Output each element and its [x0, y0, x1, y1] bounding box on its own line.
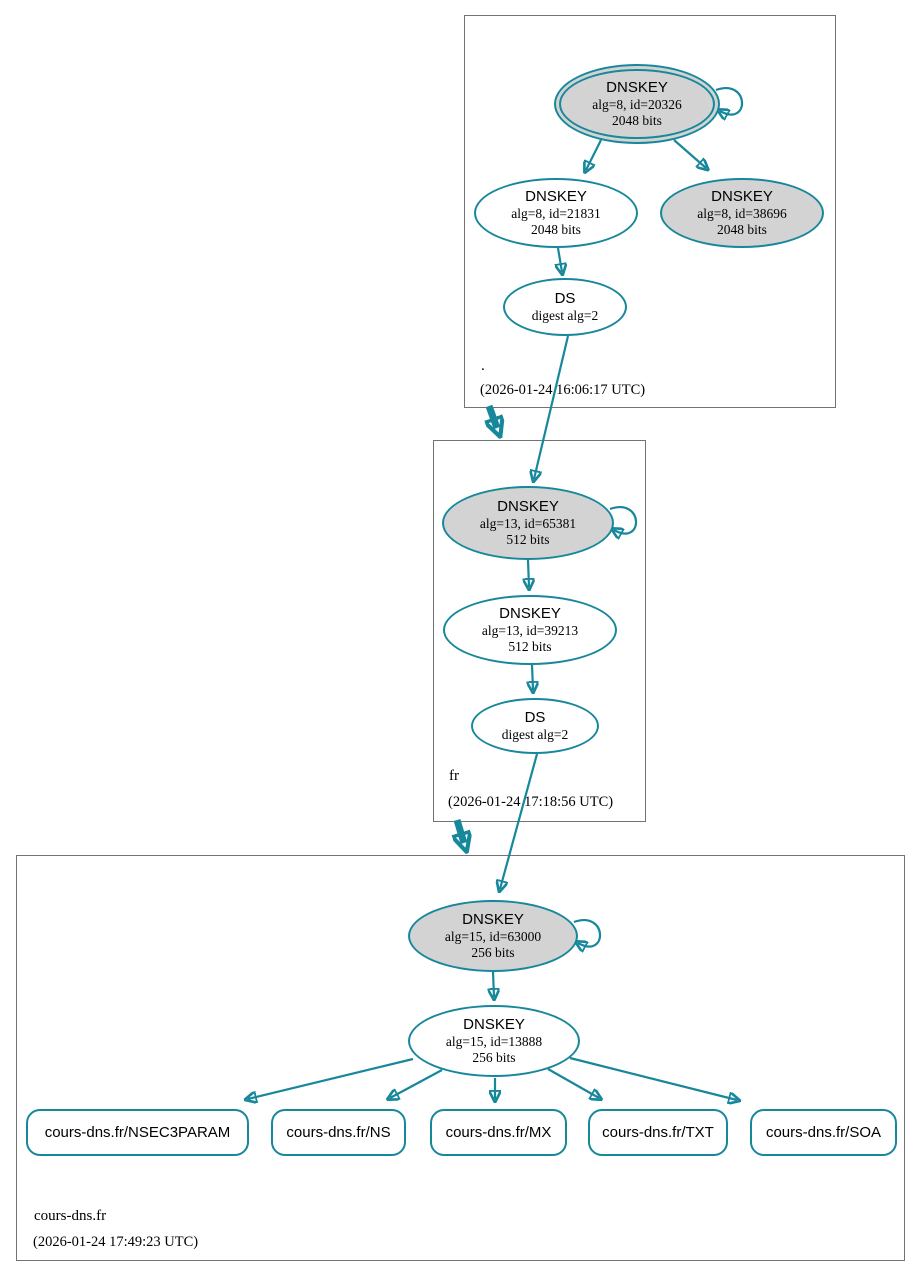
node-detail: 256 bits — [471, 944, 515, 960]
node-detail: 512 bits — [506, 531, 550, 547]
node-title: DS — [554, 290, 576, 308]
node-detail: 2048 bits — [531, 221, 581, 237]
rrset-label: cours-dns.fr/TXT — [602, 1124, 714, 1141]
node-dnskey-38696: DNSKEY alg=8, id=38696 2048 bits — [660, 178, 824, 248]
node-detail: 2048 bits — [717, 221, 767, 237]
node-dnskey-39213: DNSKEY alg=13, id=39213 512 bits — [443, 595, 617, 665]
node-title: DNSKEY — [497, 498, 559, 516]
node-detail: digest alg=2 — [501, 726, 569, 742]
node-detail: alg=13, id=65381 — [479, 515, 577, 531]
rrset-txt: cours-dns.fr/TXT — [588, 1109, 728, 1156]
edge-delegation-root-to-fr — [489, 404, 497, 428]
zone-timestamp-fr: (2026-01-24 17:18:56 UTC) — [448, 794, 614, 810]
zone-label-fr: fr — [449, 768, 459, 784]
rrset-mx: cours-dns.fr/MX — [430, 1109, 567, 1156]
node-detail: alg=15, id=13888 — [445, 1033, 543, 1049]
node-title: DNSKEY — [462, 911, 524, 929]
rrset-nsec3param: cours-dns.fr/NSEC3PARAM — [26, 1109, 249, 1156]
node-dnskey-20326: DNSKEY alg=8, id=20326 2048 bits — [554, 64, 720, 144]
node-detail: digest alg=2 — [531, 307, 599, 323]
zone-timestamp-cours-dns-fr: (2026-01-24 17:49:23 UTC) — [33, 1234, 199, 1250]
node-detail: alg=15, id=63000 — [444, 928, 542, 944]
node-title: DNSKEY — [606, 79, 668, 97]
node-dnskey-63000: DNSKEY alg=15, id=63000 256 bits — [408, 900, 578, 972]
rrset-soa: cours-dns.fr/SOA — [750, 1109, 897, 1156]
zone-box-root — [464, 15, 836, 408]
node-ds-root: DS digest alg=2 — [503, 278, 627, 336]
node-title: DNSKEY — [711, 188, 773, 206]
zone-label-cours-dns-fr: cours-dns.fr — [34, 1208, 107, 1224]
node-ds-fr: DS digest alg=2 — [471, 698, 599, 754]
node-title: DNSKEY — [525, 188, 587, 206]
node-detail: alg=13, id=39213 — [481, 622, 579, 638]
rrset-label: cours-dns.fr/NS — [286, 1124, 391, 1141]
node-detail: alg=8, id=38696 — [697, 205, 787, 221]
edge-delegation-fr-to-cours — [457, 818, 464, 843]
rrset-ns: cours-dns.fr/NS — [271, 1109, 406, 1156]
node-title: DNSKEY — [463, 1016, 525, 1034]
node-title: DNSKEY — [499, 605, 561, 623]
rrset-label: cours-dns.fr/NSEC3PARAM — [44, 1124, 231, 1141]
node-title: DS — [524, 709, 546, 727]
node-dnskey-13888: DNSKEY alg=15, id=13888 256 bits — [408, 1005, 580, 1077]
zone-label-root: . — [481, 358, 485, 374]
node-detail: 512 bits — [508, 638, 552, 654]
node-dnskey-21831: DNSKEY alg=8, id=21831 2048 bits — [474, 178, 638, 248]
node-detail: alg=8, id=20326 — [592, 96, 682, 112]
rrset-label: cours-dns.fr/MX — [445, 1124, 552, 1141]
zone-timestamp-root: (2026-01-24 16:06:17 UTC) — [480, 382, 646, 398]
node-dnskey-65381: DNSKEY alg=13, id=65381 512 bits — [442, 486, 614, 560]
node-detail: 256 bits — [472, 1049, 516, 1065]
node-detail: 2048 bits — [612, 112, 662, 128]
rrset-label: cours-dns.fr/SOA — [765, 1124, 882, 1141]
node-detail: alg=8, id=21831 — [511, 205, 601, 221]
